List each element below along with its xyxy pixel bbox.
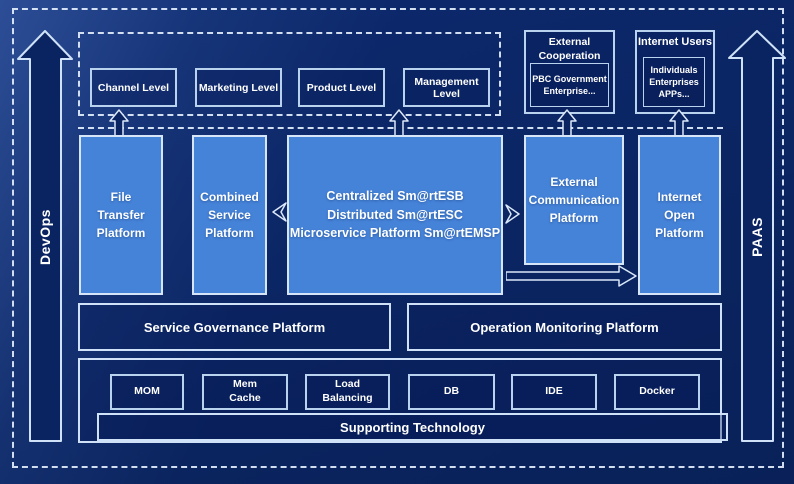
tech-box-mom-label: MOM xyxy=(134,385,160,398)
tech-box-ide: IDE xyxy=(511,374,597,410)
devops-up-arrow-icon xyxy=(17,30,73,442)
internet-users-inner-box: Individuals Enterprises APPs... xyxy=(643,57,705,107)
product-level-label: Product Level xyxy=(306,81,377,94)
internet-open-platform: Internet Open Platform xyxy=(638,135,721,295)
internet-users-inner-label: Individuals Enterprises APPs... xyxy=(649,64,699,100)
right-arrow-icon xyxy=(505,204,520,224)
left-arrow-icon xyxy=(272,202,287,222)
external-communication-platform-label: External Communication Platform xyxy=(528,175,620,225)
tech-box-db-label: DB xyxy=(443,385,460,398)
tech-box-docker: Docker xyxy=(614,374,700,410)
management-level-label: Management Level xyxy=(414,75,479,100)
product-level-box: Product Level xyxy=(298,68,385,107)
operation-monitoring-label: Operation Monitoring Platform xyxy=(470,319,659,335)
combined-service-platform: Combined Service Platform xyxy=(192,135,267,295)
marketing-level-label: Marketing Level xyxy=(198,81,279,94)
supporting-technology-label: Supporting Technology xyxy=(340,419,485,435)
operation-monitoring-platform: Operation Monitoring Platform xyxy=(407,303,722,351)
devops-rail: DevOps xyxy=(17,30,73,443)
paas-label-wrap: PAAS xyxy=(728,30,786,443)
esb-platform: Centralized Sm@rtESB Distributed Sm@rtES… xyxy=(287,135,503,295)
management-level-box: Management Level xyxy=(403,68,490,107)
pbc-government-label: PBC Government Enterprise... xyxy=(532,73,607,96)
supporting-technology-bar: Supporting Technology xyxy=(97,413,728,441)
tech-box-docker-label: Docker xyxy=(639,385,675,398)
tech-box-mem-cache: Mem Cache xyxy=(202,374,288,410)
internet-users-box: Internet Users xyxy=(635,30,715,114)
internet-users-title: Internet Users xyxy=(638,36,712,48)
pbc-government-box: PBC Government Enterprise... xyxy=(530,63,609,107)
devops-label: DevOps xyxy=(36,208,53,265)
tech-box-load-balancing: Load Balancing xyxy=(305,374,390,410)
combined-service-platform-label: Combined Service Platform xyxy=(200,190,259,240)
supporting-container xyxy=(78,358,722,443)
file-transfer-platform-label: File Transfer Platform xyxy=(96,190,146,240)
internet-open-platform-label: Internet Open Platform xyxy=(655,190,704,240)
tech-box-load-balancing-label: Load Balancing xyxy=(322,378,373,404)
tech-box-mem-cache-label: Mem Cache xyxy=(229,378,261,404)
file-transfer-platform: File Transfer Platform xyxy=(79,135,163,295)
marketing-level-box: Marketing Level xyxy=(195,68,282,107)
esb-platform-label: Centralized Sm@rtESB Distributed Sm@rtES… xyxy=(289,188,501,241)
paas-label: PAAS xyxy=(748,216,765,257)
paas-up-arrow-icon xyxy=(728,30,786,442)
service-governance-label: Service Governance Platform xyxy=(143,319,326,335)
external-communication-platform: External Communication Platform xyxy=(524,135,624,265)
service-governance-platform: Service Governance Platform xyxy=(78,303,391,351)
outer-dashed-frame xyxy=(12,8,784,468)
devops-label-wrap: DevOps xyxy=(17,30,73,443)
external-cooperation-box: External Cooperation xyxy=(524,30,615,114)
flow-right-arrow-icon xyxy=(506,265,637,287)
channel-level-box: Channel Level xyxy=(90,68,177,107)
levels-dashed-container xyxy=(78,32,501,116)
tech-box-mom: MOM xyxy=(110,374,184,410)
external-cooperation-title: External Cooperation xyxy=(538,36,601,63)
paas-rail: PAAS xyxy=(728,30,786,443)
tech-box-ide-label: IDE xyxy=(545,385,563,398)
tech-box-db: DB xyxy=(408,374,495,410)
channel-level-label: Channel Level xyxy=(97,81,170,94)
